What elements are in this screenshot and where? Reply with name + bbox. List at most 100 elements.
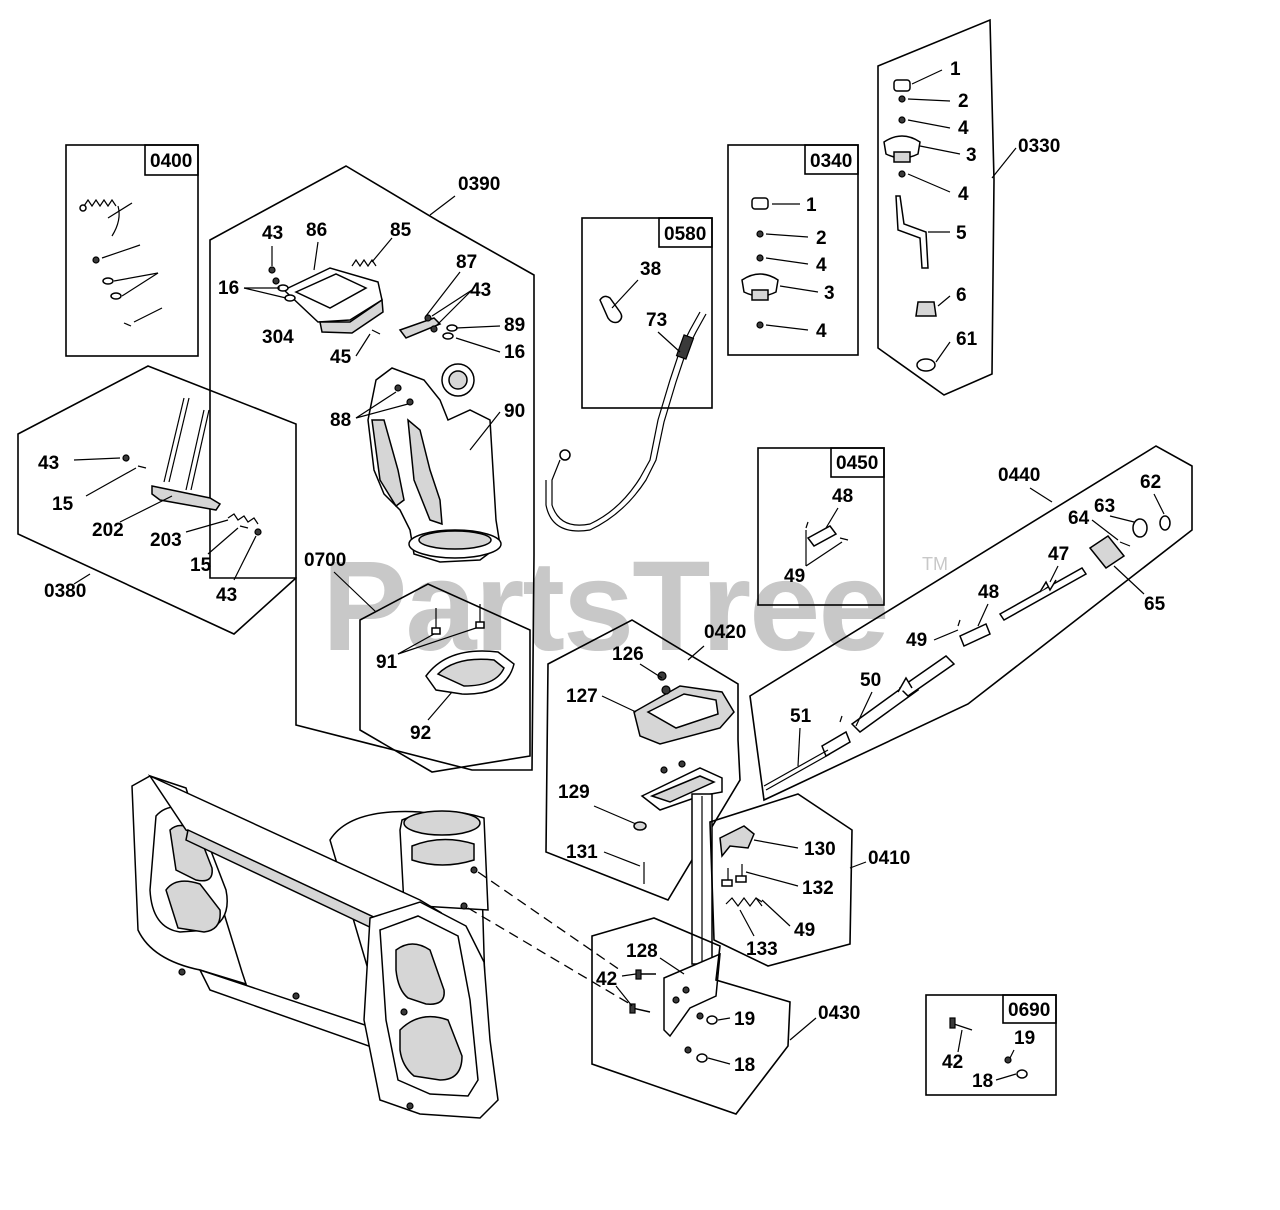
nut-part [92,256,100,264]
callout-label: 19 [734,1009,755,1030]
callout-label: 6 [956,285,967,306]
callout-label: 85 [390,220,412,241]
callout-label: 133 [746,939,778,960]
callout-label: 132 [802,878,834,899]
assembly-0430[interactable]: 0430 128 42 19 18 [591,917,860,1115]
callout-label: 202 [92,520,124,541]
assembly-code-0340: 0340 [810,151,852,172]
callout-label: 43 [470,280,491,301]
callout-label: 131 [566,842,598,863]
callout-label: 48 [978,582,999,603]
knob-part [741,273,779,297]
assembly-0400[interactable]: 0400 [65,144,199,357]
washer-part [102,277,114,285]
callout-label: 15 [190,555,212,576]
callout-label: 90 [504,401,525,422]
shaft-part [895,195,929,269]
callout-label: 3 [966,145,977,166]
callout-label: 43 [216,585,237,606]
assembly-0420[interactable]: 0420 126 127 129 131 [545,619,746,901]
callout-label: 129 [558,782,590,803]
callout-label: 89 [504,315,525,336]
callout-label: 16 [218,278,239,299]
callout-label: 65 [1144,594,1166,615]
coupler-part [821,730,851,758]
assembly-code-0450: 0450 [836,453,878,474]
watermark-trademark: TM [922,554,948,574]
assembly-code-0410: 0410 [868,848,910,869]
assembly-0700[interactable]: 0700 91 92 [304,550,531,773]
grommet-part [633,821,647,831]
callout-label: 91 [376,652,398,673]
callout-label: 47 [1048,544,1069,565]
callout-label: 88 [330,410,351,431]
callout-label: 42 [596,969,617,990]
bolt-part [953,1023,973,1031]
callout-label: 18 [972,1071,993,1092]
callout-label: 42 [942,1052,963,1073]
callout-label: 73 [646,310,667,331]
ring-part [1159,515,1171,531]
callout-label: 3 [824,283,835,304]
bolt-part [431,604,485,635]
cable-part [545,311,707,532]
callout-label: 38 [640,259,661,280]
callout-label: 19 [1014,1028,1035,1049]
callout-label: 5 [956,223,967,244]
callout-label: 4 [816,255,827,276]
callout-label: 49 [906,630,927,651]
spring-part [227,513,259,525]
callout-label: 130 [804,839,836,860]
assembly-0390[interactable]: 0390 43 86 85 16 [209,165,535,771]
spring-part [725,897,763,907]
knob-part [883,135,921,159]
callout-label: 1 [950,59,961,80]
assembly-0380[interactable]: 0380 43 15 202 203 15 43 [17,365,297,635]
assembly-0440[interactable]: 0440 62 63 64 47 65 48 49 50 51 [749,445,1193,802]
assembly-code-0330: 0330 [1018,136,1060,157]
assembly-0580[interactable]: 0580 38 73 [545,217,713,532]
spring-part [79,198,120,237]
assembly-0410[interactable]: 0410 130 132 49 133 [709,793,910,967]
assembly-code-0440: 0440 [998,465,1040,486]
shift-lever-part [640,760,723,1038]
callout-label: 43 [38,453,59,474]
assembly-code-0580: 0580 [664,224,706,245]
callout-label: 203 [150,530,182,551]
cover-part [633,671,735,745]
callout-label: 48 [832,486,853,507]
callout-label: 50 [860,670,881,691]
callout-label: 64 [1068,508,1090,529]
plate-part [1088,534,1126,570]
callout-label: 86 [306,220,327,241]
washer-part [110,292,122,300]
clip-part [599,295,623,324]
watermark-text: PartsTree [322,535,888,678]
assembly-0330[interactable]: 0330 1 2 4 3 4 5 6 61 [877,18,1060,396]
assembly-code-0380: 0380 [44,581,86,602]
bushing-part [915,301,937,317]
callout-label: 87 [456,252,477,273]
callout-label: 2 [816,228,827,249]
screw-part [123,322,132,327]
callout-label: 92 [410,723,431,744]
callout-label: 61 [956,329,978,350]
assembly-0450[interactable]: 0450 48 49 [757,447,885,606]
assembly-0690[interactable]: 0690 19 42 18 [925,994,1057,1096]
callout-label: 63 [1094,496,1115,517]
callout-label: 2 [958,91,969,112]
callout-label: 126 [612,644,644,665]
bracket-part [398,317,442,339]
assembly-code-0400: 0400 [150,151,192,172]
assembly-code-0390: 0390 [458,174,500,195]
callout-label: 15 [52,494,74,515]
assembly-code-0430: 0430 [818,1003,860,1024]
assembly-0340[interactable]: 0340 1 2 4 3 4 [727,144,859,356]
cap-part [751,197,769,210]
assembly-code-0420: 0420 [704,622,746,643]
callout-label: 4 [958,118,969,139]
assembly-code-0690: 0690 [1008,1000,1050,1021]
washer-part [1132,518,1148,538]
coupler-part [806,525,838,547]
assembly-code-0700: 0700 [304,550,346,571]
